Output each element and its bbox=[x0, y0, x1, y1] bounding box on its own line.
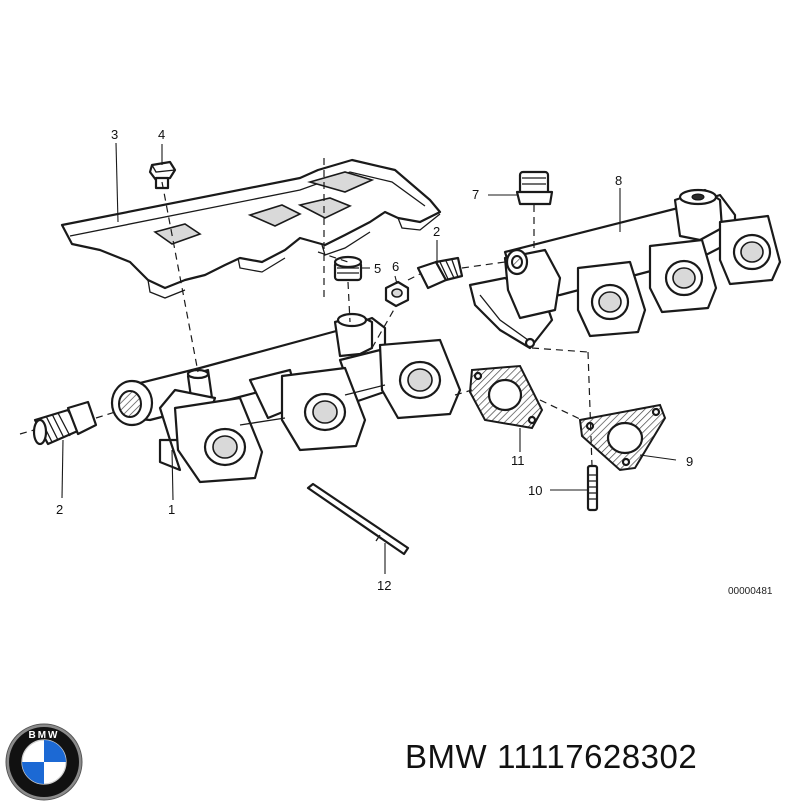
threaded-insert bbox=[333, 255, 363, 282]
callout-10: 10 bbox=[528, 483, 542, 498]
callout-1: 1 bbox=[168, 502, 175, 517]
callout-9: 9 bbox=[686, 454, 693, 469]
exhaust-manifold-rear bbox=[468, 188, 782, 350]
diagram-reference-number: 00000481 bbox=[728, 586, 773, 597]
callout-5: 5 bbox=[374, 261, 381, 276]
callout-3: 3 bbox=[111, 127, 118, 142]
callout-2-left: 2 bbox=[56, 502, 63, 517]
gasket-9 bbox=[578, 403, 667, 472]
long-stud bbox=[306, 482, 410, 556]
short-stud bbox=[586, 464, 599, 512]
callout-6: 6 bbox=[392, 259, 399, 274]
bmw-logo: BMW bbox=[5, 723, 83, 801]
callout-labels: 3 4 5 6 2 7 8 11 9 10 2 1 12 00000481 bbox=[56, 127, 773, 597]
callout-11: 11 bbox=[511, 453, 525, 468]
part-number: 11117628302 bbox=[497, 738, 698, 775]
nut bbox=[384, 280, 410, 308]
fitting-left bbox=[32, 400, 98, 446]
brand-name: BMW bbox=[405, 738, 488, 775]
plug-screw bbox=[515, 170, 554, 206]
callout-8: 8 bbox=[615, 173, 622, 188]
assembly-lines bbox=[19, 158, 593, 467]
callout-4: 4 bbox=[158, 127, 165, 142]
gasket-11 bbox=[468, 364, 544, 430]
svg-text:BMW: BMW bbox=[29, 730, 60, 741]
heat-shield-cover bbox=[60, 158, 442, 299]
fitting-center bbox=[416, 256, 464, 290]
callout-12: 12 bbox=[377, 578, 391, 593]
leader-lines bbox=[61, 142, 677, 574]
exhaust-manifold-front bbox=[110, 312, 462, 484]
callout-7: 7 bbox=[472, 187, 479, 202]
callout-2-center: 2 bbox=[433, 224, 440, 239]
